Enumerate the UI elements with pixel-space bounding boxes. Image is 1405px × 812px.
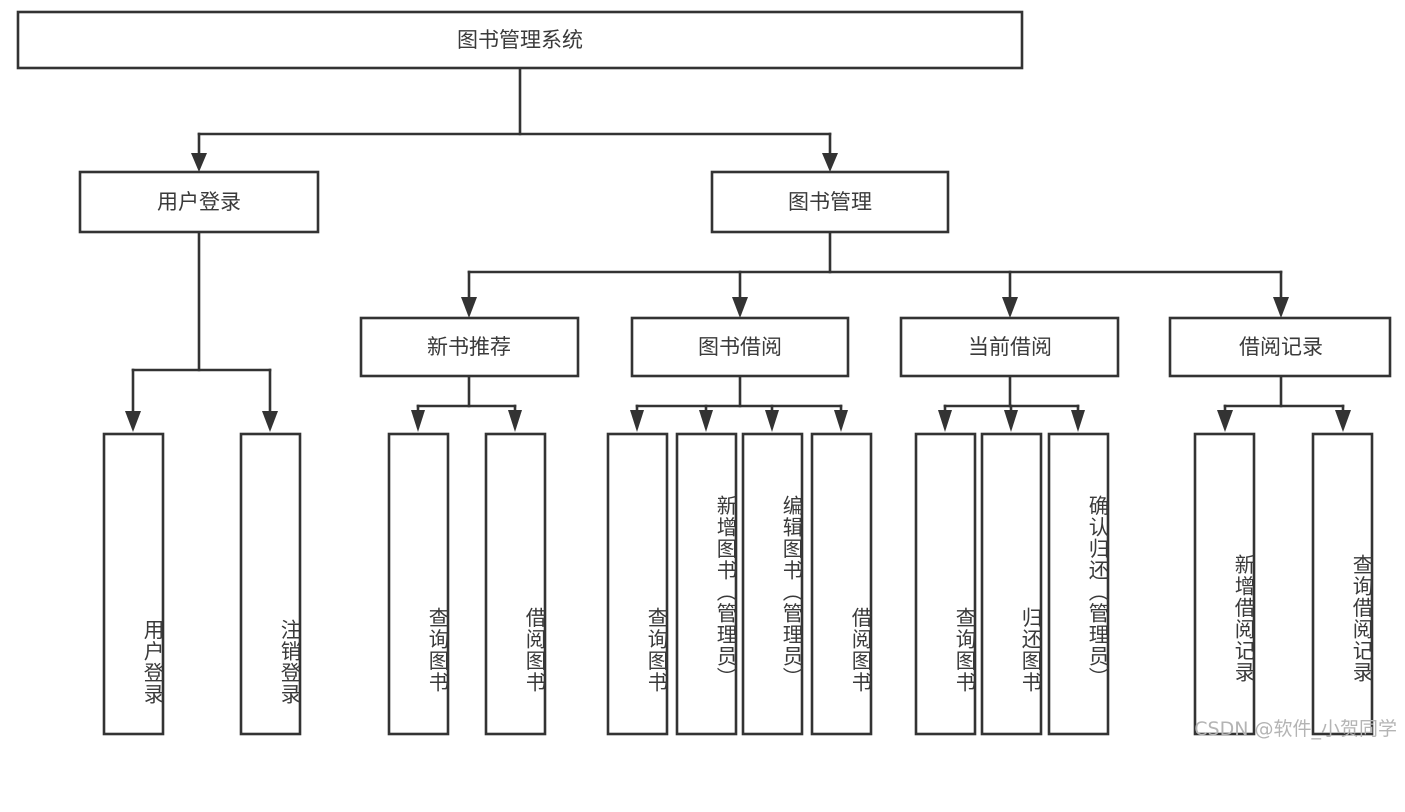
arrow-head-borrow-record [1273, 297, 1289, 318]
leaf-box-borrow-book-1[interactable] [484, 432, 547, 736]
node-root[interactable]: 图书管理系统 [16, 10, 1024, 70]
arrow-head-book-borrow [732, 297, 748, 318]
connector-group-new-book-recommend [411, 374, 522, 432]
node-book-management-box[interactable] [710, 170, 950, 234]
arrow-head-book-management [822, 153, 838, 172]
node-borrow-record[interactable]: 借阅记录 [1168, 316, 1392, 378]
arrow-head-leaf-query-record [1335, 410, 1351, 432]
node-current-borrow[interactable]: 当前借阅 [899, 316, 1120, 378]
node-new-book-recommend[interactable]: 新书推荐 [359, 316, 580, 378]
leaf-box-query-book-2[interactable] [606, 432, 669, 736]
node-current-borrow-label: 当前借阅 [968, 335, 1052, 359]
arrow-head-leaf-logout-login [262, 411, 278, 432]
leaf-box-borrow-book-2[interactable] [810, 432, 873, 736]
connector-group-borrow-record [1217, 374, 1351, 432]
arrow-head-leaf-query-book-1 [411, 410, 425, 432]
node-book-borrow-label: 图书借阅 [698, 335, 782, 359]
connector-group-book-management [461, 230, 1289, 318]
arrow-head-current-borrow [1002, 297, 1018, 318]
arrow-head-leaf-borrow-book-1 [508, 410, 522, 432]
arrow-head-leaf-query-book-3 [938, 410, 952, 432]
leaf-box-confirm-return[interactable] [1047, 432, 1110, 736]
node-user-login-box[interactable] [78, 170, 320, 234]
node-user-login-label: 用户登录 [157, 190, 241, 214]
node-root-box[interactable] [16, 10, 1024, 70]
diagram-svg: 图书管理系统 用户登录 图书管理 新书推荐 图书借阅 当前借阅 借阅记录 [16, 10, 1392, 736]
arrow-head-leaf-add-record [1217, 410, 1233, 432]
leaf-box-add-book[interactable] [675, 432, 738, 736]
arrow-head-new-book-recommend [461, 297, 477, 318]
connector-group-root [191, 66, 838, 172]
diagram-canvas: 图书管理系统 用户登录 图书管理 新书推荐 图书借阅 当前借阅 借阅记录 [16, 10, 1397, 740]
node-user-login[interactable]: 用户登录 [78, 170, 320, 234]
node-new-book-recommend-box[interactable] [359, 316, 580, 378]
node-book-management-label: 图书管理 [788, 190, 872, 214]
leaf-box-query-book-1[interactable] [387, 432, 450, 736]
node-current-borrow-box[interactable] [899, 316, 1120, 378]
leaf-box-user-login[interactable] [102, 432, 165, 736]
arrow-head-leaf-add-book [699, 410, 713, 432]
node-book-borrow-box[interactable] [630, 316, 850, 378]
connector-group-book-borrow [630, 374, 848, 432]
arrow-head-leaf-borrow-book-2 [834, 410, 848, 432]
leaf-box-logout-login[interactable] [239, 432, 302, 736]
node-borrow-record-label: 借阅记录 [1239, 335, 1323, 359]
arrow-head-leaf-confirm-return [1071, 410, 1085, 432]
leaf-box-add-record[interactable] [1193, 432, 1256, 736]
connector-group-user-login [125, 230, 278, 432]
leaf-box-edit-book[interactable] [741, 432, 804, 736]
connector-group-current-borrow [938, 374, 1085, 432]
leaf-box-query-book-3[interactable] [914, 432, 977, 736]
leaf-box-return-book[interactable] [980, 432, 1043, 736]
arrow-head-user-login [191, 153, 207, 172]
node-book-management[interactable]: 图书管理 [710, 170, 950, 234]
node-new-book-recommend-label: 新书推荐 [427, 335, 511, 359]
arrow-head-leaf-user-login [125, 411, 141, 432]
leaf-box-query-record[interactable] [1311, 432, 1374, 736]
arrow-head-leaf-edit-book [765, 410, 779, 432]
arrow-head-leaf-query-book-2 [630, 410, 644, 432]
watermark-text: CSDN @软件_小贺同学 [1194, 718, 1397, 740]
arrow-head-leaf-return-book [1004, 410, 1018, 432]
node-book-borrow[interactable]: 图书借阅 [630, 316, 850, 378]
node-borrow-record-box[interactable] [1168, 316, 1392, 378]
node-root-label: 图书管理系统 [457, 28, 583, 52]
